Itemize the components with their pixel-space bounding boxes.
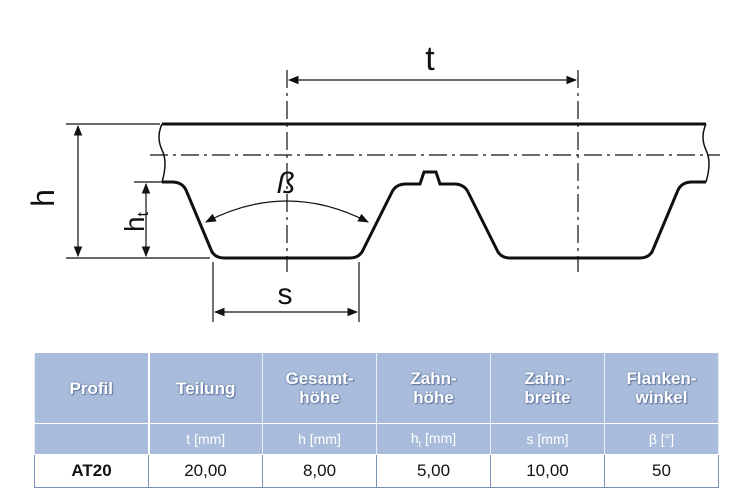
header-gesamthoehe: Gesamt- höhe (262, 352, 377, 424)
table-row: AT20 20,00 8,00 5,00 10,00 50 (34, 454, 719, 488)
table-unit-row: t [mm] h [mm] ht [mm] s [mm] β [°] (34, 423, 719, 455)
angle-arc (205, 200, 369, 223)
cell-flankenwinkel: 50 (604, 454, 719, 488)
belt-profile-drawing: t h ht ß s (25, 40, 720, 322)
belt-outline (162, 122, 706, 260)
header-zahnbreite: Zahn- breite (490, 352, 605, 424)
profile-table: Profil Teilung Gesamt- höhe Zahn- höhe Z… (34, 352, 719, 488)
cell-zahnbreite: 10,00 (490, 454, 605, 488)
unit-gesamthoehe: h [mm] (262, 423, 377, 455)
unit-flankenwinkel: β [°] (604, 423, 719, 455)
pitch-label: t (425, 40, 435, 78)
unit-profil (34, 423, 150, 455)
header-profil: Profil (34, 352, 150, 424)
header-teilung: Teilung (148, 352, 263, 424)
cell-teilung: 20,00 (148, 454, 263, 488)
table-header-row: Profil Teilung Gesamt- höhe Zahn- höhe Z… (34, 352, 719, 424)
unit-teilung: t [mm] (148, 423, 263, 455)
cell-zahnhoehe: 5,00 (376, 454, 491, 488)
height-dimension (66, 123, 210, 259)
tooth-width-dimension (212, 262, 360, 322)
header-zahnhoehe: Zahn- höhe (376, 352, 491, 424)
tooth-height-label: ht (119, 211, 152, 232)
height-label: h (25, 189, 61, 207)
header-flankenwinkel: Flanken- winkel (604, 352, 719, 424)
angle-label: ß (277, 167, 295, 200)
tooth-height-dimension (134, 181, 168, 258)
pitch-dimension (286, 70, 579, 272)
tooth-width-label: s (278, 278, 293, 311)
unit-zahnbreite: s [mm] (490, 423, 605, 455)
break-marks (158, 123, 710, 183)
unit-zahnhoehe: ht [mm] (376, 423, 491, 455)
belt-tooth-edge (162, 170, 706, 260)
cell-profil: AT20 (34, 454, 149, 488)
cell-gesamthoehe: 8,00 (262, 454, 377, 488)
